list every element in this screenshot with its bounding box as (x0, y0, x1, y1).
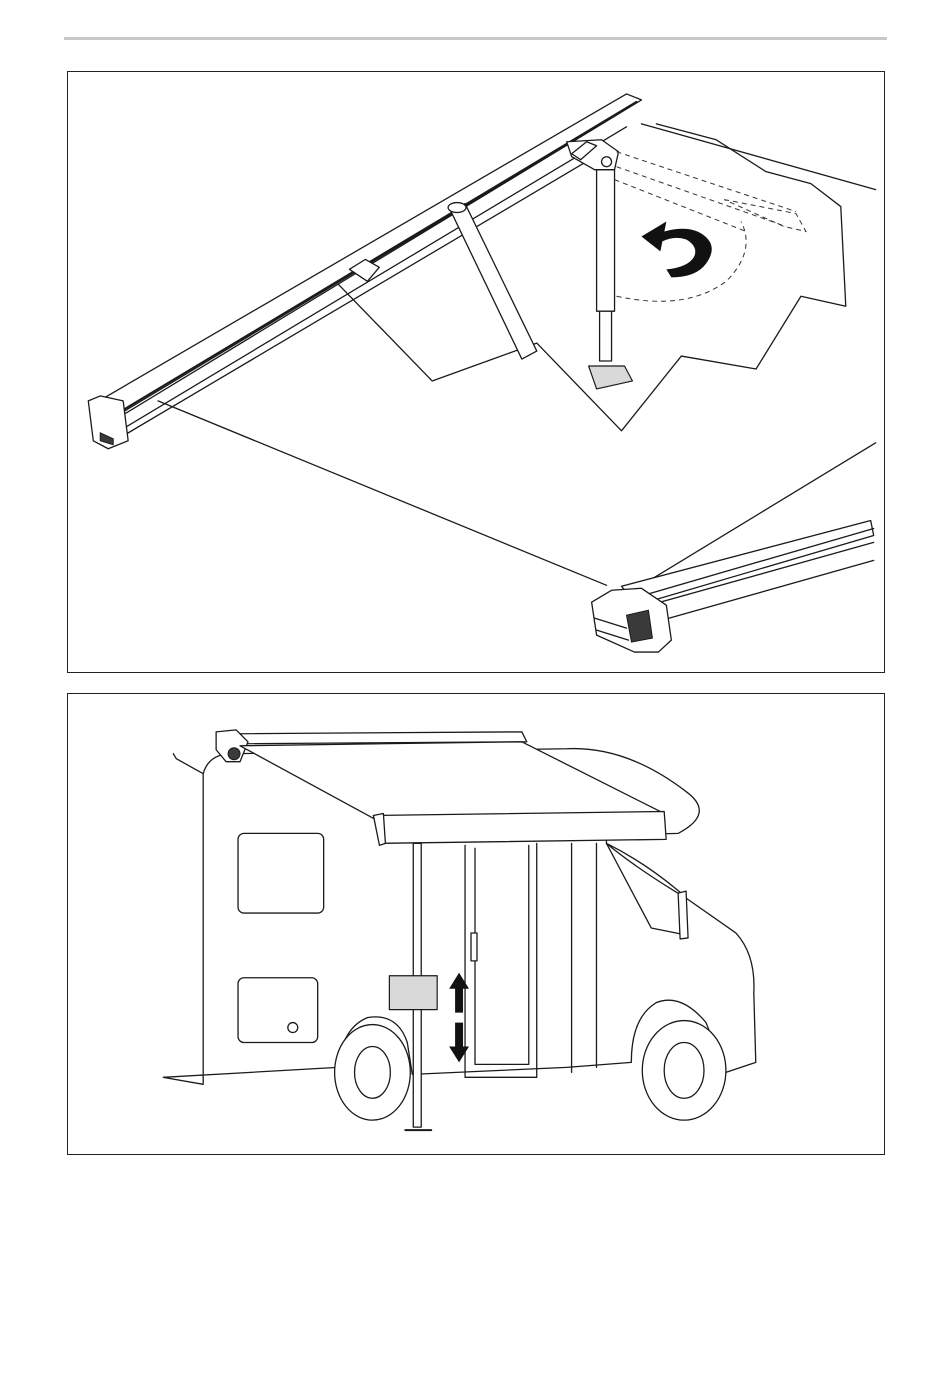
support-arm-diagonal (450, 204, 537, 359)
figure-awning-arm-detail (67, 71, 885, 673)
figure-motorhome (67, 693, 885, 1155)
rotate-arrow-icon (641, 222, 711, 278)
up-arrow-icon (449, 973, 469, 1013)
vent-grille (389, 976, 437, 1010)
front-wheel (642, 1021, 726, 1121)
windshield (606, 843, 686, 935)
support-leg (597, 170, 615, 312)
awning-front-bar (373, 811, 666, 843)
awning-fabric (240, 742, 664, 820)
rear-wheel (335, 1025, 411, 1121)
motorhome-illustration (68, 694, 884, 1154)
awning-arm-illustration (68, 72, 884, 672)
side-mirror (678, 891, 688, 939)
wall-cutout (335, 124, 845, 431)
storage-hatch (238, 978, 318, 1043)
ghost-arm-path (615, 152, 796, 232)
down-arrow-icon (449, 1023, 469, 1063)
header-rule (64, 37, 887, 40)
side-window (238, 833, 324, 913)
leg-foot (589, 366, 633, 389)
awning-cassette (90, 94, 641, 421)
roller-tube (622, 521, 874, 606)
door-handle (471, 933, 477, 961)
